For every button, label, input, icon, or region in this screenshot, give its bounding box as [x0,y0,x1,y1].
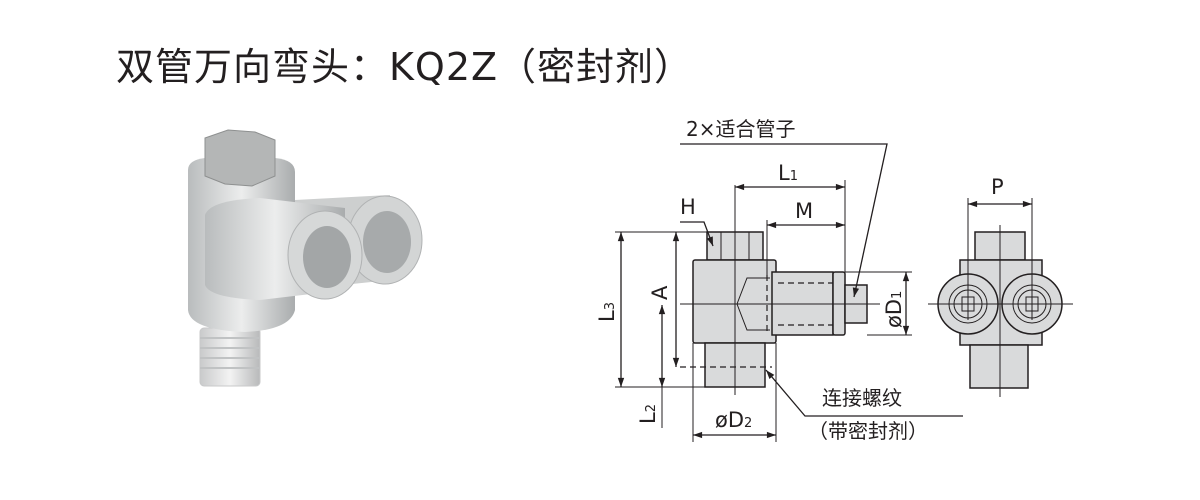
dim-h-label: H [680,195,696,219]
page-title: 双管万向弯头：KQ2Z（密封剂） [116,45,694,89]
dim-d1-label: øD1 [882,291,906,328]
dim-l3-label: L3 [595,302,619,322]
thread-note: （带密封剂） [808,419,928,443]
thread-label: 连接螺纹 [822,386,902,410]
product-photo [188,129,423,387]
dim-l1-label: L1 [778,161,798,185]
dim-p-label: P [991,175,1004,199]
front-view-drawing [928,198,1073,397]
dim-m-label: M [795,199,813,223]
side-view-drawing [615,143,963,442]
dim-d2-label: øD2 [715,408,752,432]
dim-l2-label: L2 [636,404,660,424]
dim-a-label: A [648,285,672,300]
tube-label: 2×适合管子 [686,117,795,141]
